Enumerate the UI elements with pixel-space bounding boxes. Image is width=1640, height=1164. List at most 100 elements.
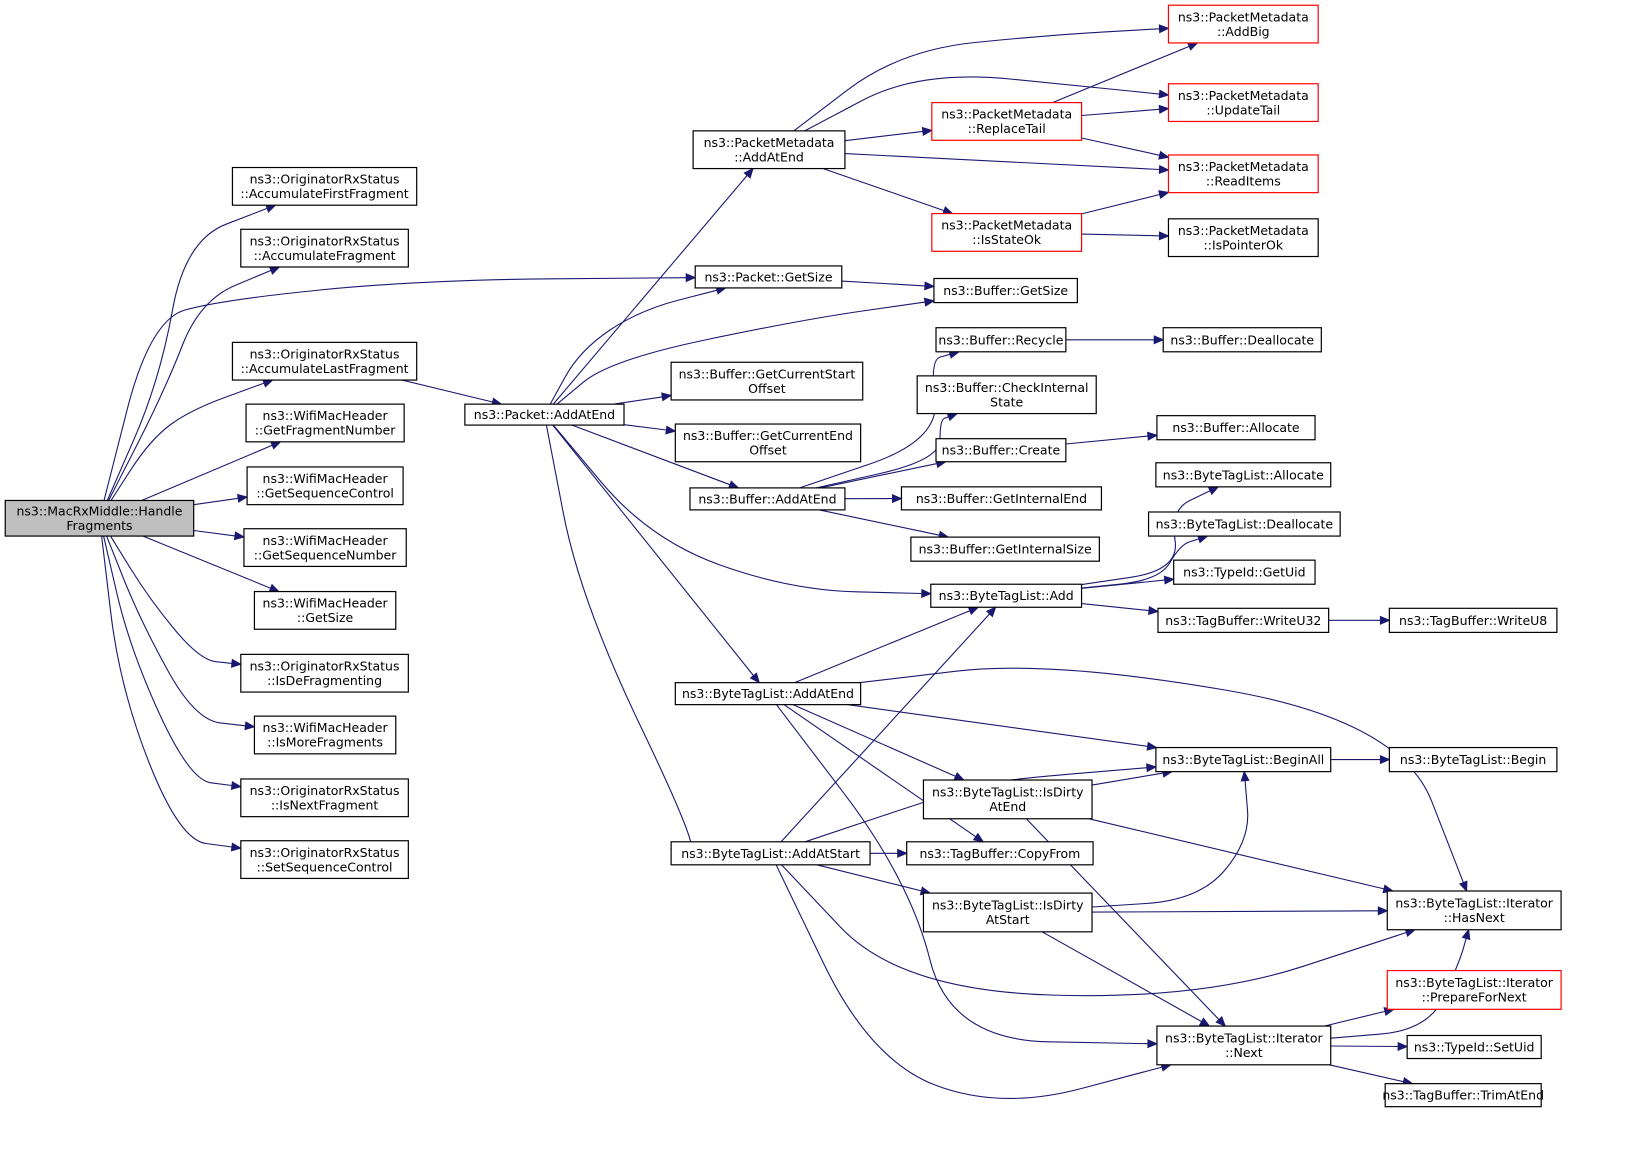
node-itHasNext[interactable]: ns3::ByteTagList::Iterator::HasNext — [1386, 890, 1562, 931]
edge-line — [110, 382, 265, 501]
edge-line — [1041, 931, 1202, 1023]
node-accFrag[interactable]: ns3::OriginatorRxStatus::AccumulateFragm… — [240, 228, 409, 268]
node-pmUpdateTail[interactable]: ns3::PacketMetadata::UpdateTail — [1167, 83, 1319, 123]
node-getSizeHdr[interactable]: ns3::WifiMacHeader::GetSize — [253, 590, 397, 630]
arrowhead-icon — [230, 842, 243, 852]
node-box — [1384, 1083, 1542, 1108]
node-bufGetIntSize[interactable]: ns3::Buffer::GetInternalSize — [910, 536, 1100, 562]
node-tbCopyFrom[interactable]: ns3::TagBuffer::CopyFrom — [906, 841, 1094, 866]
arrowhead-icon — [1148, 606, 1160, 615]
node-label: ::ReadItems — [1206, 174, 1281, 189]
edge-line — [110, 535, 232, 664]
edge-btlAdd-to-typeIdGetUid — [1081, 575, 1175, 589]
node-label: ns3::WifiMacHeader — [263, 596, 389, 611]
node-isMoreFrag[interactable]: ns3::WifiMacHeader::IsMoreFragments — [253, 715, 397, 755]
node-bufRecycle[interactable]: ns3::Buffer::Recycle — [935, 327, 1067, 353]
node-pmAddAtEnd[interactable]: ns3::PacketMetadata::AddAtEnd — [692, 130, 846, 170]
node-label: ns3::PacketMetadata — [1178, 9, 1309, 24]
node-getFragNum[interactable]: ns3::WifiMacHeader::GetFragmentNumber — [245, 403, 405, 443]
node-typeIdSetUid[interactable]: ns3::TypeId::SetUid — [1406, 1034, 1542, 1060]
node-btlBeginAll[interactable]: ns3::ByteTagList::BeginAll — [1155, 746, 1332, 773]
node-isDefrag[interactable]: ns3::OriginatorRxStatus::IsDeFragmenting — [240, 653, 409, 693]
edge-line — [780, 613, 991, 843]
node-box — [922, 779, 1093, 820]
node-bufGetSize[interactable]: ns3::Buffer::GetSize — [933, 277, 1078, 304]
node-btlAddAtEnd[interactable]: ns3::ByteTagList::AddAtEnd — [674, 682, 862, 706]
node-btlDeallocate[interactable]: ns3::ByteTagList::Deallocate — [1147, 511, 1341, 537]
node-isNextFrag[interactable]: ns3::OriginatorRxStatus::IsNextFragment — [240, 778, 409, 818]
arrowhead-icon — [1158, 190, 1170, 200]
node-box — [1388, 746, 1558, 773]
arrowhead-icon — [262, 379, 274, 388]
node-tbWriteU8[interactable]: ns3::TagBuffer::WriteU8 — [1388, 607, 1558, 633]
node-box — [1173, 559, 1316, 585]
node-box — [1167, 83, 1319, 123]
edge-root-to-isNextFrag — [103, 535, 243, 790]
node-label: Offset — [748, 381, 786, 396]
edge-bufRecycle-to-bufDeallocate — [1065, 335, 1165, 345]
node-label: ::IsMoreFragments — [267, 735, 383, 750]
node-itNext[interactable]: ns3::ByteTagList::Iterator::Next — [1156, 1025, 1332, 1066]
edge-itNext-to-itPrepare — [1324, 1007, 1396, 1027]
edge-line — [1081, 108, 1160, 117]
node-bufAllocate[interactable]: ns3::Buffer::Allocate — [1156, 415, 1316, 441]
call-nodes: ns3::MacRxMiddle::HandleFragmentsns3::Or… — [4, 4, 1562, 1108]
node-accLast[interactable]: ns3::OriginatorRxStatus::AccumulateLastF… — [231, 341, 418, 381]
node-bufCreate[interactable]: ns3::Buffer::Create — [935, 438, 1067, 463]
node-tbWriteU32[interactable]: ns3::TagBuffer::WriteU32 — [1157, 607, 1330, 633]
node-btlBegin[interactable]: ns3::ByteTagList::Begin — [1388, 746, 1558, 773]
edge-pktAddAtEnd-to-bufGetCurStart — [613, 392, 673, 405]
node-pktAddAtEnd[interactable]: ns3::Packet::AddAtEnd — [464, 403, 625, 426]
node-label: ns3::WifiMacHeader — [263, 533, 389, 548]
edge-line — [841, 280, 925, 287]
node-setSeqCtrl[interactable]: ns3::OriginatorRxStatus::SetSequenceCont… — [240, 840, 409, 880]
node-getSeqNum[interactable]: ns3::WifiMacHeader::GetSequenceNumber — [243, 528, 407, 568]
node-box — [240, 778, 409, 818]
node-bufAddAtEnd[interactable]: ns3::Buffer::AddAtEnd — [689, 487, 846, 511]
node-pmReplaceTail[interactable]: ns3::PacketMetadata::ReplaceTail — [931, 102, 1083, 141]
arrowhead-icon — [685, 273, 697, 283]
node-label: ::GetSequenceControl — [256, 486, 394, 501]
node-pmIsStateOk[interactable]: ns3::PacketMetadata::IsStateOk — [931, 212, 1083, 252]
node-box — [4, 499, 195, 537]
edge-line — [103, 277, 687, 501]
edge-line — [142, 535, 271, 589]
node-box — [231, 341, 418, 381]
edge-itNext-to-tbTrimAtEnd — [1329, 1064, 1414, 1087]
node-label: ::PrepareForNext — [1422, 990, 1527, 1005]
edge-pktAddAtEnd-to-bufGetCurEnd — [623, 424, 677, 435]
node-pmIsPointerOk[interactable]: ns3::PacketMetadata::IsPointerOk — [1167, 218, 1319, 258]
node-pktGetSize[interactable]: ns3::Packet::GetSize — [694, 265, 843, 289]
edge-line — [1065, 435, 1149, 445]
node-tbTrimAtEnd[interactable]: ns3::TagBuffer::TrimAtEnd — [1382, 1083, 1544, 1108]
node-bufGetIntEnd[interactable]: ns3::Buffer::GetInternalEnd — [900, 486, 1103, 511]
node-pmAddBig[interactable]: ns3::PacketMetadata::AddBig — [1167, 4, 1319, 44]
node-typeIdGetUid[interactable]: ns3::TypeId::GetUid — [1173, 559, 1316, 585]
arrowhead-icon — [1158, 231, 1170, 241]
node-label: ns3::ByteTagList::IsDirty — [932, 785, 1084, 800]
edge-btlAddAtStart-to-itHasNext — [781, 864, 1417, 997]
node-getSeqCtrl[interactable]: ns3::WifiMacHeader::GetSequenceControl — [246, 466, 404, 506]
arrowhead-icon — [661, 392, 673, 402]
edge-line — [556, 301, 926, 405]
node-itPrepare[interactable]: ns3::ByteTagList::Iterator::PrepareForNe… — [1386, 969, 1562, 1010]
node-bufDeallocate[interactable]: ns3::Buffer::Deallocate — [1162, 327, 1322, 353]
node-btlAddAtStart[interactable]: ns3::ByteTagList::AddAtStart — [670, 841, 871, 866]
node-btlAllocate[interactable]: ns3::ByteTagList::Allocate — [1155, 462, 1332, 488]
node-label: ns3::Buffer::CheckInternal — [925, 380, 1089, 395]
edge-btlAddAtEnd-to-itNext — [775, 704, 1159, 1049]
node-btlAdd[interactable]: ns3::ByteTagList::Add — [930, 583, 1083, 608]
node-accFirst[interactable]: ns3::OriginatorRxStatus::AccumulateFirst… — [231, 166, 418, 206]
arrowhead-icon — [953, 772, 965, 781]
node-pmReadItems[interactable]: ns3::PacketMetadata::ReadItems — [1167, 154, 1319, 194]
node-box — [1386, 890, 1562, 931]
node-label: AtEnd — [989, 799, 1026, 814]
node-box — [916, 375, 1097, 415]
node-label: ns3::MacRxMiddle::Handle — [16, 504, 182, 519]
